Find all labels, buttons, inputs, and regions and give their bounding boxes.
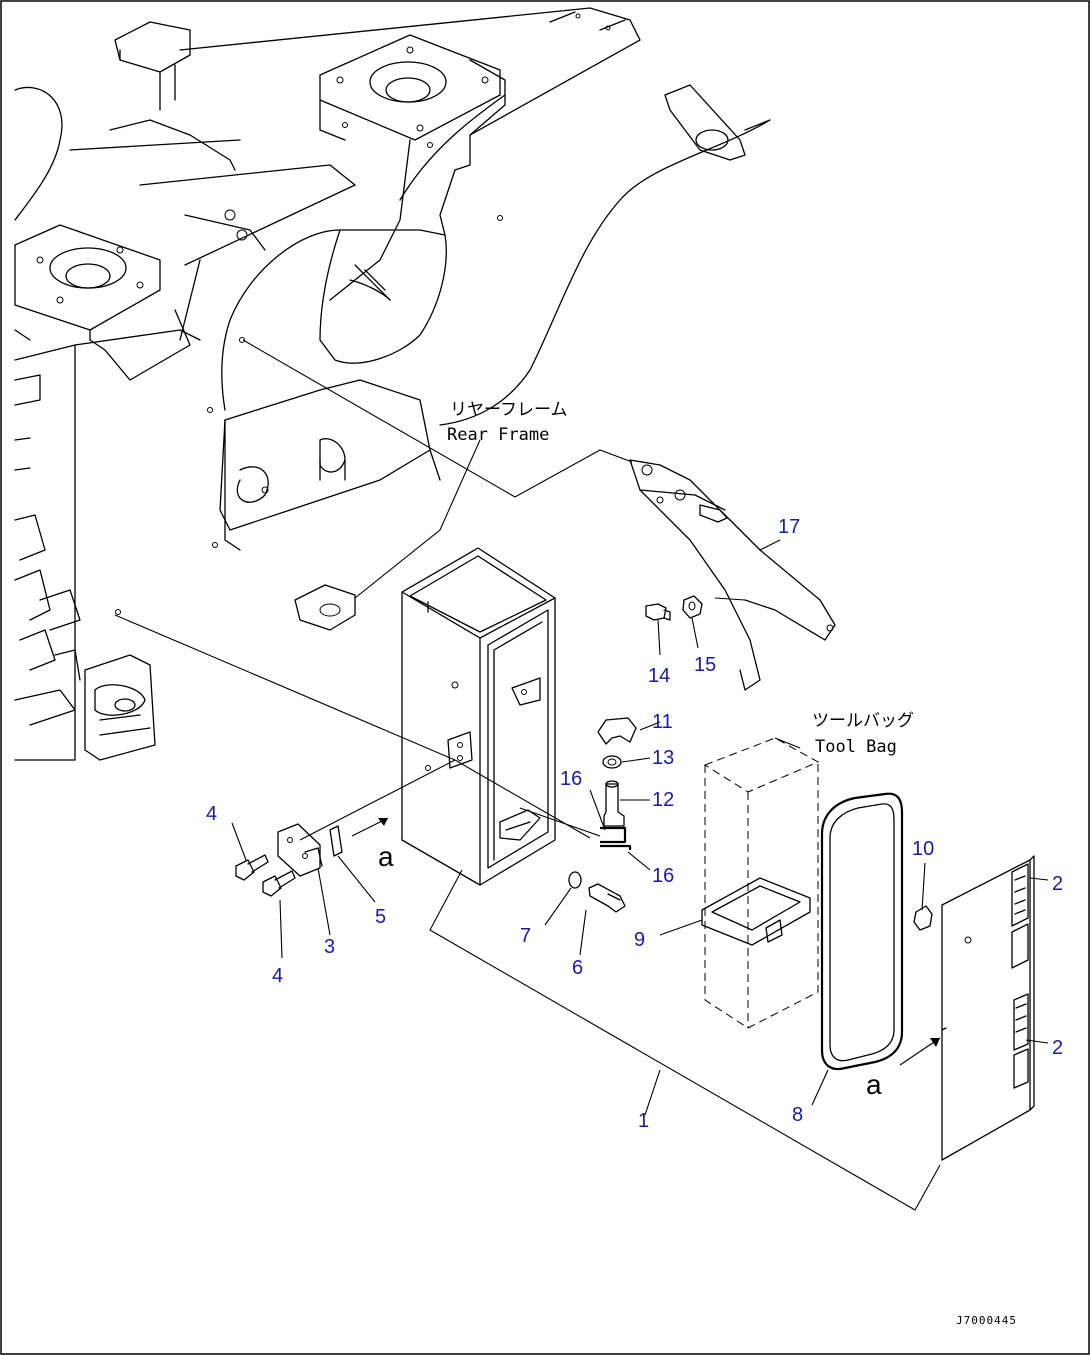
part-12-bolt — [603, 780, 625, 827]
callout-16-upper: 16 — [560, 768, 582, 790]
tool-bag-label-jp: ツールバッグ — [812, 711, 914, 731]
callout-4-upper: 4 — [206, 803, 217, 825]
text-labels: リヤーフレーム Rear Frame ツールバッグ Tool Bag a a J… — [378, 400, 1017, 1327]
callout-12: 12 — [652, 789, 674, 811]
bracket-17 — [629, 459, 836, 691]
callout-1: 1 — [638, 1110, 649, 1132]
callout-16-lower: 16 — [652, 865, 674, 887]
door-seal — [820, 792, 904, 1071]
leader-lines — [114, 339, 1049, 1211]
arrow-a-left-label: a — [378, 841, 394, 872]
callout-15: 15 — [694, 654, 716, 676]
callout-3: 3 — [324, 936, 335, 958]
part-7-washer — [568, 871, 582, 889]
callout-numbers: 1 2 2 3 4 4 5 6 7 8 9 10 11 12 13 14 15 … — [206, 516, 1063, 1132]
callout-8: 8 — [792, 1104, 803, 1126]
part-5-plate — [329, 825, 343, 857]
arrow-head-right — [930, 1038, 940, 1047]
rear-frame-label-en: Rear Frame — [447, 425, 549, 445]
part-15-nut — [682, 595, 703, 619]
callout-4-lower: 4 — [272, 965, 283, 987]
callout-13: 13 — [652, 747, 674, 769]
rear-frame-label-jp: リヤーフレーム — [450, 400, 567, 420]
callout-17: 17 — [778, 516, 800, 538]
tool-bag — [703, 737, 820, 1029]
callout-5: 5 — [375, 906, 386, 928]
part-14-bolt — [645, 603, 671, 621]
rear-frame-drawing — [14, 7, 771, 761]
part-3-bracket — [277, 823, 323, 877]
part-6-bolt — [588, 883, 626, 913]
callout-9: 9 — [634, 929, 645, 951]
callout-10: 10 — [912, 838, 934, 860]
tool-bag-holder — [701, 877, 811, 946]
part-13-nut — [602, 755, 622, 769]
tool-bag-label-en: Tool Bag — [815, 737, 897, 757]
drawing-code: J7000445 — [956, 1314, 1017, 1327]
callout-7: 7 — [520, 925, 531, 947]
callout-14: 14 — [648, 665, 670, 687]
arrow-head-left — [378, 818, 388, 826]
callout-2-lower: 2 — [1052, 1037, 1063, 1059]
callout-6: 6 — [572, 957, 583, 979]
part-16-clips — [600, 826, 632, 850]
tool-box-body — [401, 547, 556, 886]
callout-11: 11 — [652, 711, 673, 733]
callout-2-upper: 2 — [1052, 873, 1063, 895]
part-11-clip — [597, 717, 637, 745]
tool-box-door — [913, 855, 1035, 1161]
part-4-bolts — [235, 854, 296, 897]
arrow-a-right-label: a — [866, 1069, 882, 1100]
